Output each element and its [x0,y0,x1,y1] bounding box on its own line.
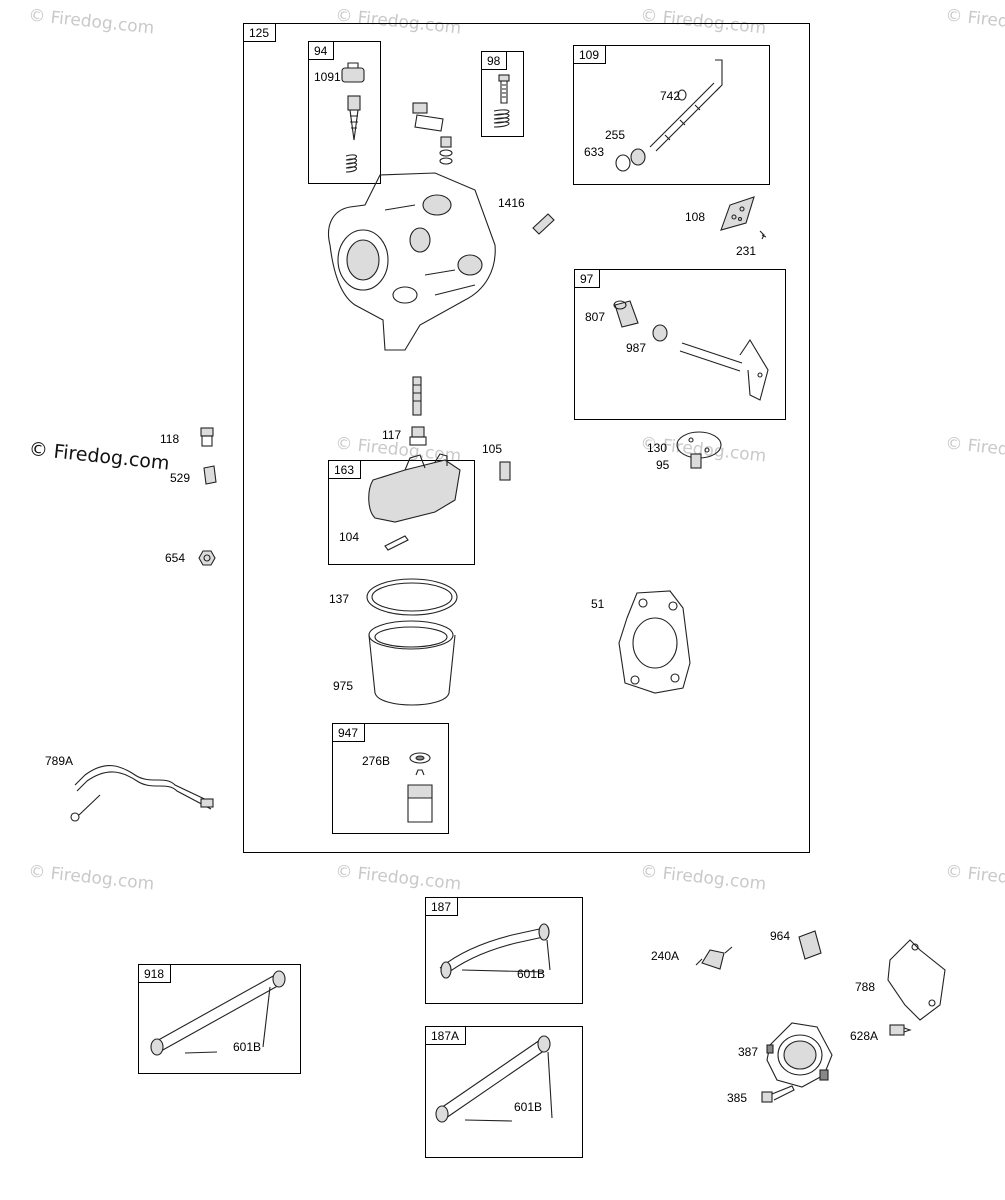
watermark: © Firedog.com [27,861,156,895]
part-label-231: 231 [736,244,757,258]
part-label-964: 964 [770,929,791,943]
group-tag-125: 125 [243,23,277,42]
part-label-104: 104 [339,530,360,544]
part-label-387: 387 [738,1045,759,1059]
float-bowl-drawing [366,578,458,706]
choke-shaft-drawing [613,300,769,401]
plug-118-drawing [200,427,214,447]
plate-108-drawing [720,196,767,240]
part-label-240A: 240A [651,949,680,963]
part-label-1416: 1416 [498,196,525,210]
part-label-789A: 789A [45,754,74,768]
emulsion-tube-drawing [409,376,427,446]
bowl-screw-drawing [407,752,433,823]
part-label-807: 807 [585,310,606,324]
part-label-118: 118 [160,432,180,446]
watermark: © Firedog.com [27,5,156,39]
part-label-95: 95 [656,458,670,472]
watermark: © Firedog.com [944,5,1005,39]
spring-screw-drawing [493,74,510,128]
group-box-98: 98 [481,51,524,137]
needle-valve-assembly-drawing [341,62,365,173]
group-tag-98: 98 [481,51,508,70]
group-box-918: 918 [138,964,301,1074]
group-box-947: 947 [332,723,449,834]
group-tag-109: 109 [573,45,607,64]
part-label-654: 654 [165,551,186,565]
part-label-1091: 1091 [314,70,341,84]
group-box-125: 125 [243,23,810,853]
part-label-987: 987 [626,341,647,355]
fuel-line-187A-drawing [435,1035,553,1123]
part-label-601B-187A: 601B [514,1100,543,1114]
group-tag-947: 947 [332,723,366,742]
part-label-108: 108 [685,210,706,224]
screw-95-drawing [690,453,702,469]
group-box-163: 163 [328,460,475,565]
fuel-pump-387-drawing [766,1022,833,1088]
part-label-276B: 276B [362,754,391,768]
part-label-742: 742 [660,89,681,103]
pin-1416-drawing [532,213,555,235]
group-box-109: 109 [573,45,770,185]
part-label-130: 130 [647,441,668,455]
fuel-line-187-drawing [439,923,551,979]
part-label-105: 105 [482,442,503,456]
group-tag-97: 97 [574,269,601,288]
part-label-117: 117 [382,428,402,442]
part-label-975: 975 [333,679,354,693]
part-label-385: 385 [727,1091,748,1105]
group-tag-918: 918 [138,964,172,983]
carburetor-body-drawing [328,102,496,351]
group-tag-187A: 187A [425,1026,467,1045]
watermark: © Firedog.com [639,861,768,895]
watermark-dark: © Firedog.com [27,438,171,475]
fuel-filter-240A-drawing [695,946,733,970]
screw-105-drawing [499,461,511,481]
group-box-187A: 187A [425,1026,583,1158]
throttle-shaft-drawing [615,59,723,172]
part-label-51: 51 [591,597,605,611]
watermark: © Firedog.com [944,861,1005,895]
fuel-line-918-drawing [150,970,286,1056]
part-label-633: 633 [584,145,605,159]
part-label-601B-918: 601B [233,1040,262,1054]
group-tag-94: 94 [308,41,335,60]
gasket-51-drawing [618,590,691,694]
part-label-628A: 628A [850,1029,879,1043]
nut-654-drawing [198,550,216,566]
group-box-97: 97 [574,269,786,420]
clip-964-drawing [798,930,822,960]
group-box-187: 187 [425,897,583,1004]
part-label-601B-187: 601B [517,967,546,981]
float-drawing [368,453,461,551]
watermark: © Firedog.com [944,433,1005,467]
bracket-788-drawing [887,939,946,1021]
governor-link-789A-drawing [70,765,214,822]
clip-529-drawing [203,465,217,485]
screw-628A-drawing [889,1024,912,1036]
part-label-788: 788 [855,980,876,994]
part-label-529: 529 [170,471,191,485]
group-box-94: 94 [308,41,381,184]
part-label-137: 137 [329,592,350,606]
screw-385-drawing [761,1085,795,1103]
part-label-255: 255 [605,128,626,142]
group-tag-163: 163 [328,460,362,479]
watermark: © Firedog.com [334,861,463,895]
group-tag-187: 187 [425,897,459,916]
